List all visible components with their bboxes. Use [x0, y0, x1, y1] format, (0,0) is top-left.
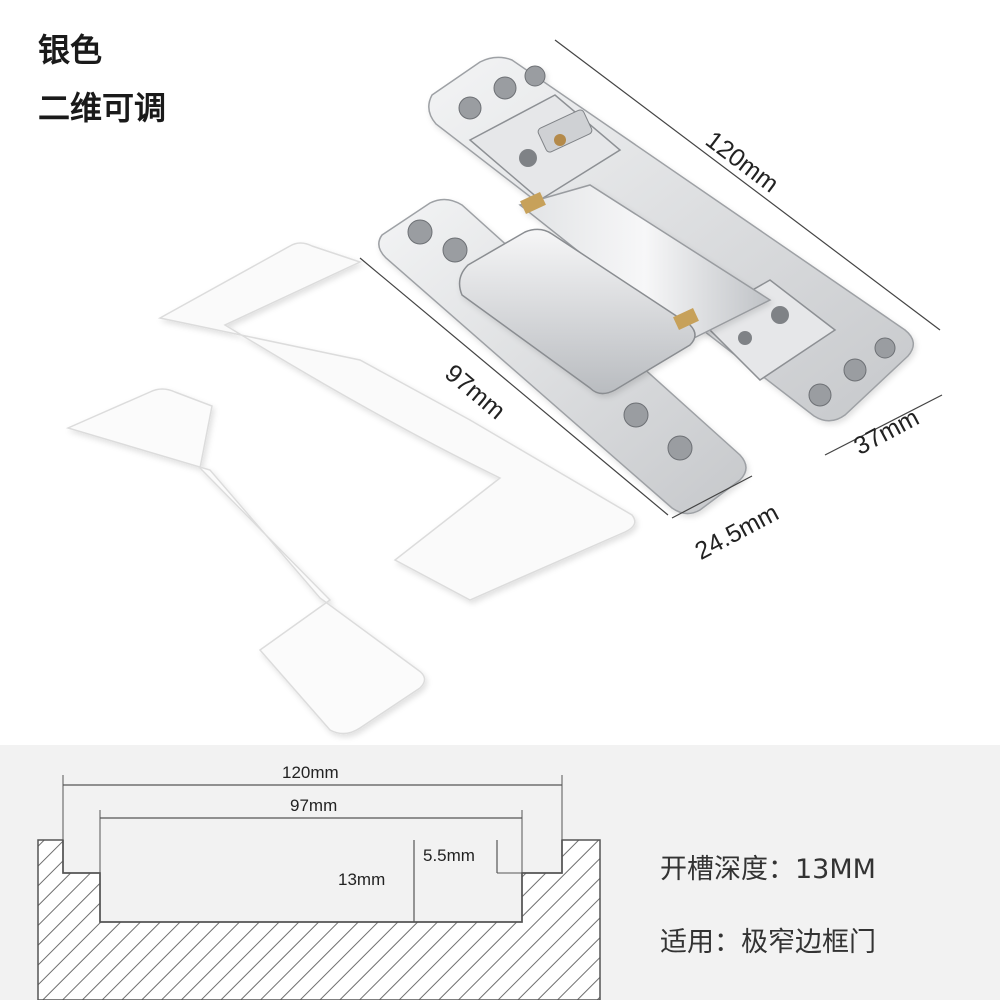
color-label: 银色 — [38, 31, 103, 69]
hinge-product-image — [65, 39, 943, 735]
groove-13mm-label: 13mm — [338, 870, 386, 889]
groove-depth-spec: 开槽深度：13MM — [660, 854, 876, 885]
groove-5-5mm-label: 5.5mm — [423, 846, 475, 865]
shim-plate-bottom — [65, 388, 426, 735]
adjuster-block-top — [468, 94, 622, 201]
usage-spec: 适用：极窄边框门 — [660, 927, 876, 958]
groove-97mm-label: 97mm — [290, 796, 338, 815]
adjust-label: 二维可调 — [38, 89, 167, 127]
groove-diagram-panel: 120mm 97mm 5.5mm 13mm 开槽深度：13MM 适用：极窄边框门 — [0, 745, 1000, 1000]
groove-cross-section — [37, 775, 601, 1000]
shim-plate-top — [157, 242, 636, 601]
hinge-arm — [458, 184, 772, 395]
groove-120mm-label: 120mm — [282, 763, 339, 782]
dimension-lines — [359, 39, 943, 519]
